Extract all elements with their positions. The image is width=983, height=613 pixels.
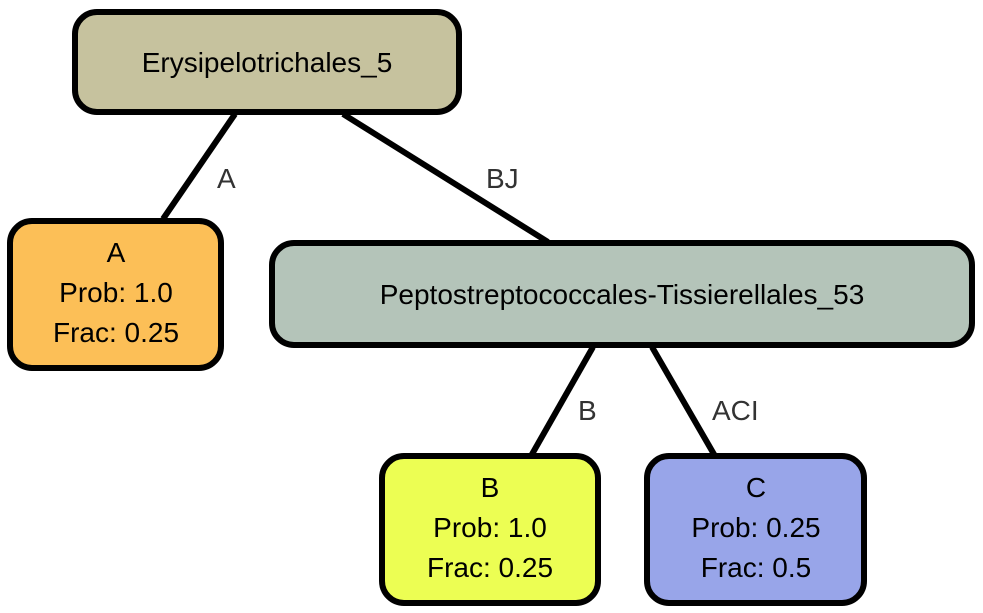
node-frac: Frac: 0.25 — [53, 317, 179, 348]
node-box — [379, 453, 601, 606]
node-c: C Prob: 0.25 Frac: 0.5 — [644, 453, 867, 606]
edge-line — [528, 345, 596, 458]
node-label: Erysipelotrichales_5 — [142, 47, 393, 78]
node-frac: Frac: 0.5 — [701, 552, 811, 583]
node-erysipelotrichales: Erysipelotrichales_5 — [72, 9, 462, 115]
node-frac: Frac: 0.25 — [427, 552, 553, 583]
node-box — [644, 453, 867, 606]
node-title: A — [107, 237, 126, 268]
edge-line — [649, 345, 718, 458]
edge-label: B — [578, 395, 597, 426]
node-a: A Prob: 1.0 Frac: 0.25 — [7, 218, 224, 371]
edge-label: BJ — [486, 163, 519, 194]
node-prob: Prob: 1.0 — [433, 512, 547, 543]
node-box — [72, 9, 462, 115]
node-label: Peptostreptococcales-Tissierellales_53 — [380, 279, 865, 310]
edge-label: ACI — [712, 395, 759, 426]
node-prob: Prob: 0.25 — [691, 512, 820, 543]
edge-line — [160, 112, 238, 221]
edge-mid-to-c: ACI — [649, 345, 759, 458]
edge-line — [341, 111, 550, 245]
node-box — [269, 240, 975, 348]
edge-root-to-mid: BJ — [341, 111, 550, 245]
edge-label: A — [217, 163, 236, 194]
node-box — [7, 218, 224, 371]
node-prob: Prob: 1.0 — [59, 277, 173, 308]
node-title: C — [746, 472, 766, 503]
node-b: B Prob: 1.0 Frac: 0.25 — [379, 453, 601, 606]
node-title: B — [481, 472, 500, 503]
node-peptostreptococcales: Peptostreptococcales-Tissierellales_53 — [269, 240, 975, 348]
edge-mid-to-b: B — [528, 345, 597, 458]
edge-root-to-a: A — [160, 112, 238, 221]
